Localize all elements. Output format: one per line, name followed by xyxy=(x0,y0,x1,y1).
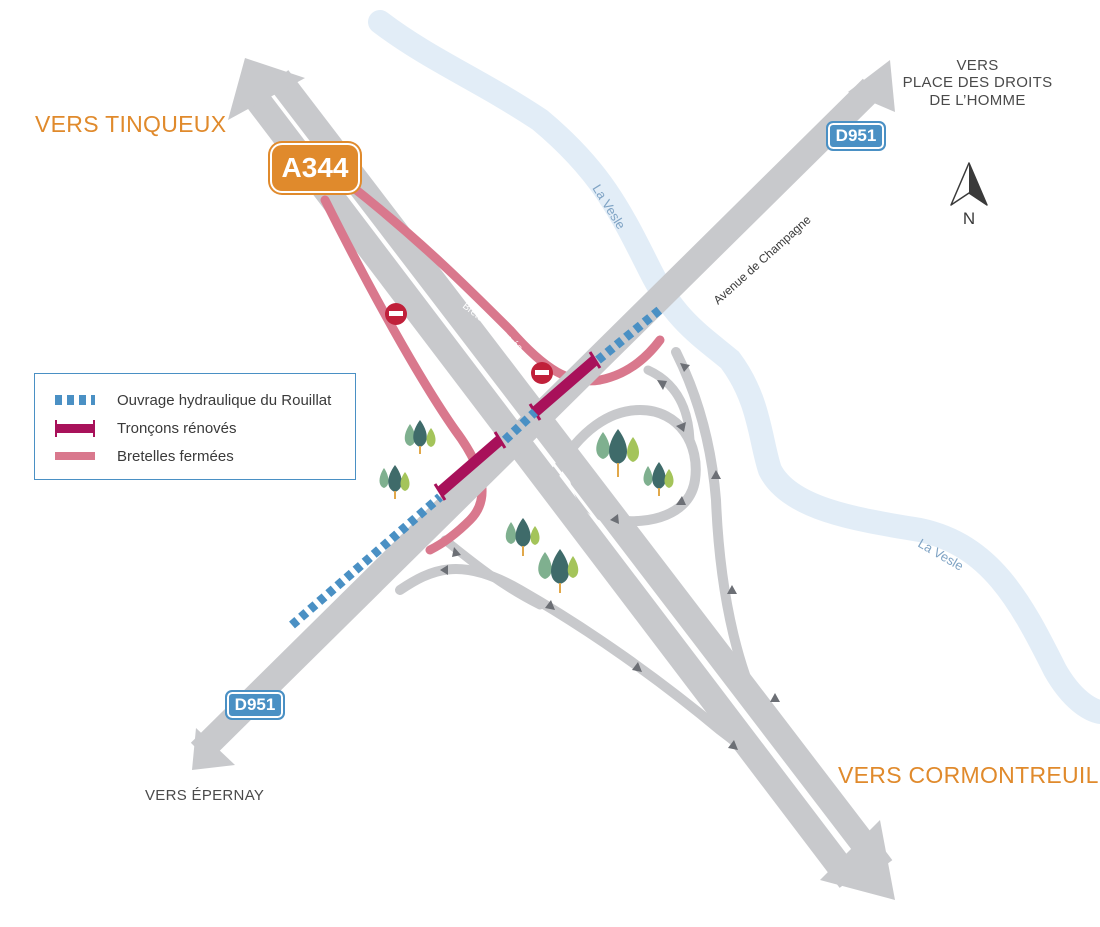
tree-icon xyxy=(551,549,569,584)
tree-cluster-south xyxy=(505,518,579,593)
d951-avenue xyxy=(190,78,882,762)
destination-line: PLACE DES DROITS xyxy=(902,74,1053,92)
destination-place-droits-homme: VERS PLACE DES DROITS DE L’HOMME xyxy=(900,57,1055,109)
ramp-south-link xyxy=(440,535,545,610)
flow-arrow-icon xyxy=(610,514,619,524)
legend-label: Tronçons rénovés xyxy=(117,419,237,437)
north-compass: N xyxy=(950,162,988,227)
destination-epernay: VERS ÉPERNAY xyxy=(145,787,265,804)
destination-tinqueux: VERS TINQUEUX xyxy=(35,111,227,137)
hydraulic-structure-ne xyxy=(595,304,665,364)
tree-icon xyxy=(652,462,666,489)
hydraulic-structure-sw xyxy=(289,493,443,629)
flow-arrow-icon xyxy=(676,422,686,432)
tree-icon xyxy=(413,420,427,447)
tree-icon xyxy=(530,526,540,545)
tree-icon xyxy=(596,432,610,459)
flow-arrow-icon xyxy=(452,547,461,557)
tree-icon xyxy=(404,424,416,446)
flow-arrow-icon xyxy=(632,662,642,672)
renovated-section-north-cap-b xyxy=(588,351,602,369)
map-legend: Ouvrage hydraulique du Rouillat Tronçons… xyxy=(34,373,356,480)
tree-icon xyxy=(388,465,402,492)
flow-arrow-icon xyxy=(676,496,686,505)
compass-label: N xyxy=(963,209,975,227)
a344-carriageway-west xyxy=(239,82,861,888)
legend-item-renovated: Tronçons rénovés xyxy=(55,414,355,442)
destination-cormontreuil: VERS CORMONTREUIL xyxy=(838,762,1099,788)
d951-arrow-ne xyxy=(848,60,895,112)
legend-label: Bretelles fermées xyxy=(117,447,234,465)
traffic-direction-arrows xyxy=(440,363,780,750)
legend-item-hydraulic: Ouvrage hydraulique du Rouillat xyxy=(55,386,355,414)
flow-arrow-icon xyxy=(440,565,448,575)
a344-shield: A344 xyxy=(270,143,360,193)
no-entry-sign-exit xyxy=(385,303,407,325)
tree-icon xyxy=(609,429,627,464)
no-entry-sign-entry xyxy=(531,362,553,384)
tree-cluster-west-bottom xyxy=(379,465,410,499)
flow-arrow-icon xyxy=(770,693,780,702)
flow-arrow-icon xyxy=(711,470,721,479)
legend-swatch-closed xyxy=(55,452,95,460)
tree-icon xyxy=(400,472,410,491)
a344-arrow-north xyxy=(228,58,305,120)
destination-line: VERS xyxy=(956,57,999,74)
tree-icon xyxy=(664,469,674,488)
flow-arrow-icon xyxy=(680,363,690,372)
closed-exit-ramp xyxy=(320,195,487,555)
flow-arrow-icon xyxy=(545,600,555,610)
closed-entry-ramp xyxy=(345,180,665,386)
tree-icon xyxy=(379,468,389,488)
legend-swatch-renovated xyxy=(55,419,95,437)
d951-shield-ne: D951 xyxy=(826,121,886,151)
legend-label: Ouvrage hydraulique du Rouillat xyxy=(117,391,332,409)
river-la-vesle xyxy=(368,10,1100,724)
tree-icon xyxy=(627,437,639,462)
flow-arrow-icon xyxy=(728,740,738,750)
a344-arrow-south xyxy=(820,820,895,900)
a344-median-line xyxy=(262,83,868,875)
tree-icon xyxy=(538,552,552,579)
d951-shield-sw: D951 xyxy=(225,690,285,720)
renovated-section-north xyxy=(531,355,599,417)
ramp-east-inner xyxy=(643,365,695,445)
tree-icon xyxy=(643,466,653,486)
tree-cluster-west-top xyxy=(404,420,436,454)
destination-line: DE L’HOMME xyxy=(929,91,1026,109)
compass-arrow-fill-icon xyxy=(969,163,987,205)
tree-icon xyxy=(567,556,579,578)
tree-cluster-loop xyxy=(596,429,674,496)
renovated-section-south-cap-b xyxy=(493,431,507,449)
renovated-section-south-cap-a xyxy=(433,483,447,501)
legend-item-closed: Bretelles fermées xyxy=(55,442,355,470)
flow-arrow-icon xyxy=(657,380,667,390)
tree-icon xyxy=(426,428,436,447)
tree-icon xyxy=(515,518,531,547)
hydraulic-structure-mid xyxy=(501,408,539,444)
legend-swatch-hydraulic xyxy=(55,395,95,405)
renovated-section-south xyxy=(436,435,504,497)
d951-arrow-sw xyxy=(192,728,235,770)
flow-arrow-icon xyxy=(727,585,737,594)
tree-icon xyxy=(505,522,517,544)
